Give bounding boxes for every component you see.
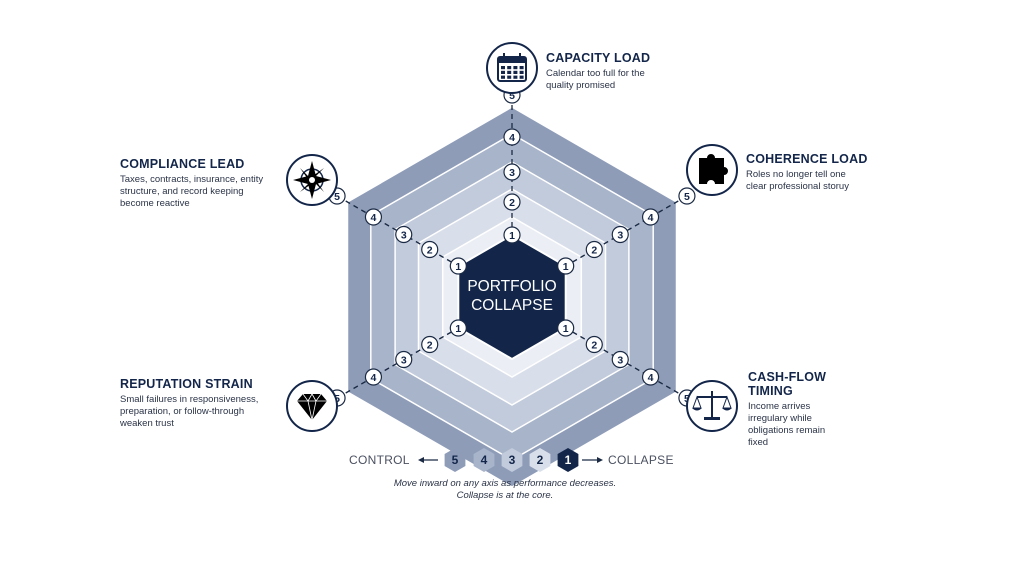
legend-step-2: 2 (529, 448, 551, 472)
legend-arrowhead-left (418, 457, 424, 463)
axis-title: CAPACITY LOAD (546, 51, 651, 65)
svg-text:4: 4 (648, 372, 654, 384)
legend-step-1: 1 (557, 448, 579, 472)
caption-line1: Move inward on any axis as performance d… (393, 478, 617, 489)
axis-description: Taxes, contracts, insurance, entity stru… (120, 174, 264, 209)
legend-step-3: 3 (501, 448, 523, 472)
core-label-line1: PORTFOLIO (467, 278, 556, 295)
axis-title: REPUTATION STRAIN (120, 377, 253, 391)
level-marker-4: 4 (364, 208, 383, 226)
level-marker-2: 2 (421, 240, 439, 259)
svg-text:5: 5 (684, 191, 690, 203)
level-marker-1: 1 (449, 319, 467, 337)
axis-description: Roles no longer tell one clear professio… (746, 169, 849, 192)
level-marker-4: 4 (503, 128, 521, 146)
compass-rose-icon (286, 154, 338, 206)
svg-text:2: 2 (591, 339, 597, 351)
svg-text:1: 1 (455, 323, 461, 335)
level-marker-1: 1 (503, 226, 521, 244)
svg-text:4: 4 (648, 212, 654, 224)
axis-label-cashflow: CASH-FLOW TIMING Income arrives irregula… (748, 370, 826, 449)
svg-text:3: 3 (617, 354, 623, 366)
svg-text:4: 4 (509, 132, 515, 144)
legend-arrowhead-right (597, 457, 603, 463)
legend-caption: Move inward on any axis as performance d… (300, 478, 710, 502)
svg-text:2: 2 (537, 453, 544, 467)
legend-collapse-label: COLLAPSE (608, 453, 674, 467)
svg-text:5: 5 (452, 453, 459, 467)
scales-icon (686, 380, 738, 432)
core-label-line2: COLLAPSE (471, 297, 553, 314)
level-marker-1: 1 (449, 257, 467, 275)
svg-text:4: 4 (371, 212, 377, 224)
svg-text:5: 5 (684, 393, 690, 405)
level-marker-3: 3 (503, 163, 521, 181)
level-marker-1: 1 (557, 319, 575, 337)
axis-title: COMPLIANCE LEAD (120, 157, 245, 171)
level-marker-3: 3 (395, 350, 413, 369)
svg-text:2: 2 (427, 339, 433, 351)
level-marker-4: 4 (641, 208, 660, 226)
legend-step-5: 5 (444, 448, 466, 472)
level-marker-2: 2 (421, 335, 439, 354)
axis-icons (286, 42, 738, 432)
svg-text:4: 4 (371, 372, 377, 384)
axis-label-compliance: COMPLIANCE LEAD Taxes, contracts, insura… (120, 157, 263, 210)
level-marker-4: 4 (641, 368, 660, 386)
level-marker-2: 2 (503, 193, 521, 211)
level-marker-4: 4 (364, 368, 383, 386)
level-marker-2: 2 (585, 240, 603, 259)
svg-text:5: 5 (509, 90, 515, 102)
caption-line2: Collapse is at the core. (456, 490, 554, 501)
svg-text:3: 3 (617, 229, 623, 241)
svg-text:5: 5 (334, 191, 340, 203)
level-marker-1: 1 (557, 257, 575, 275)
svg-text:3: 3 (509, 167, 515, 179)
svg-text:3: 3 (401, 354, 407, 366)
diamond-icon (286, 380, 338, 432)
axis-label-coherence: COHERENCE LOAD Roles no longer tell one … (746, 152, 868, 193)
svg-text:1: 1 (509, 230, 515, 242)
axis-label-capacity: CAPACITY LOAD Calendar too full for the … (546, 51, 650, 92)
svg-text:1: 1 (455, 261, 461, 273)
legend-step-4: 4 (473, 448, 495, 472)
svg-text:1: 1 (563, 323, 569, 335)
svg-text:1: 1 (563, 261, 569, 273)
level-marker-5: 5 (678, 187, 696, 205)
svg-text:2: 2 (509, 197, 515, 209)
svg-text:4: 4 (481, 453, 488, 467)
axis-label-reputation: REPUTATION STRAIN Small failures in resp… (120, 377, 258, 430)
legend-control-label: CONTROL (349, 453, 410, 467)
svg-text:5: 5 (334, 393, 340, 405)
svg-text:2: 2 (591, 244, 597, 256)
puzzle-piece-icon (686, 144, 738, 196)
level-marker-2: 2 (585, 335, 603, 354)
axis-description: Calendar too full for the quality promis… (546, 68, 645, 91)
svg-text:1: 1 (565, 453, 572, 467)
level-markers: 1 2 3 4 5 1 2 3 4 5 1 2 3 4 5 1 2 3 4 5 1 2 3 4 5 (328, 86, 696, 407)
axis-title: COHERENCE LOAD (746, 152, 868, 166)
calendar-icon (486, 42, 538, 94)
axis-description: Income arrives irregulary while obligati… (748, 401, 826, 448)
axis-description: Small failures in responsiveness, prepar… (120, 394, 259, 429)
svg-text:2: 2 (427, 244, 433, 256)
svg-text:3: 3 (509, 453, 516, 467)
axis-title: CASH-FLOW TIMING (748, 370, 827, 398)
svg-text:3: 3 (401, 229, 407, 241)
level-marker-3: 3 (611, 350, 629, 369)
level-marker-3: 3 (395, 225, 413, 244)
level-marker-3: 3 (611, 225, 629, 244)
legend-scale: 5 4 3 2 1 (444, 448, 579, 472)
